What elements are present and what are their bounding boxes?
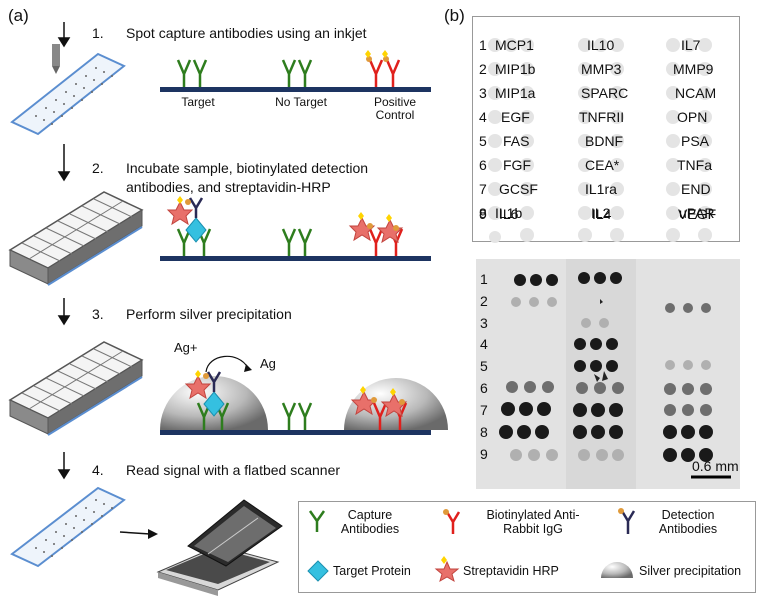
scan-spots bbox=[476, 259, 740, 489]
label-no-target: No Target bbox=[275, 95, 327, 109]
label-control: Control bbox=[375, 108, 415, 122]
substrate-bar bbox=[160, 256, 431, 261]
scan-row-label: 6 bbox=[480, 380, 488, 396]
scan-row-label: 4 bbox=[480, 336, 488, 352]
scanned-array-image: 1 2 3 4 5 6 7 8 9 0.6 mm bbox=[476, 259, 740, 489]
ag-label: Ag bbox=[260, 356, 276, 371]
scan-row-label: 2 bbox=[480, 293, 488, 309]
well-plate-illustration bbox=[8, 191, 144, 286]
grid-row-9: 9 IL6 IL4 VEGF bbox=[479, 206, 717, 222]
biotinylated-antibody-icon bbox=[443, 509, 461, 534]
step-3: 3. Perform silver precipitation bbox=[92, 306, 292, 322]
step3-substrate-scene bbox=[160, 355, 448, 435]
biotin-dot bbox=[383, 56, 389, 62]
step2-substrate-scene bbox=[160, 196, 431, 261]
detection-antibody bbox=[188, 197, 204, 218]
reaction-arrow bbox=[205, 355, 249, 373]
label-target: Target bbox=[181, 95, 215, 109]
capture-antibody-icon bbox=[308, 510, 326, 532]
capture-antibodies-no-target bbox=[281, 59, 313, 87]
scan-row-label: 9 bbox=[480, 446, 488, 462]
label-positive: Positive bbox=[373, 95, 417, 109]
scan-row-label: 3 bbox=[480, 315, 488, 331]
detection-antibody-icon bbox=[618, 508, 636, 534]
step-2: 2. Incubate sample, biotinylated detecti… bbox=[92, 160, 369, 195]
target-protein-icon bbox=[307, 560, 329, 582]
scan-row-label: 7 bbox=[480, 402, 488, 418]
legend-silver: Silver precipitation bbox=[639, 564, 742, 578]
streptavidin-hrp-icon bbox=[434, 556, 460, 583]
panel-b-label: (b) bbox=[444, 6, 465, 25]
flatbed-scanner-illustration bbox=[156, 499, 283, 596]
scan-row-label: 5 bbox=[480, 358, 488, 374]
legend-target: Target Protein bbox=[333, 564, 411, 578]
biotin-dot bbox=[366, 56, 372, 62]
capture-antibodies-target bbox=[176, 59, 208, 87]
ag-plus-label: Ag+ bbox=[174, 340, 198, 355]
step-1: 1. Spot capture antibodies using an inkj… bbox=[92, 25, 367, 41]
substrate-bar bbox=[160, 430, 431, 435]
grid-spot-circles bbox=[488, 38, 712, 243]
silver-precipitation-icon bbox=[601, 562, 633, 578]
scan-row-label: 1 bbox=[480, 271, 488, 287]
step1-substrate-scene bbox=[160, 50, 431, 92]
well-plate-illustration-2 bbox=[8, 341, 144, 436]
inkjet-slide-illustration bbox=[10, 44, 126, 136]
grid-spots bbox=[488, 38, 712, 243]
legend-box: Capture Antibodies Biotinylated Anti- Ra… bbox=[298, 501, 756, 593]
scale-bar-label: 0.6 mm bbox=[692, 458, 739, 474]
legend-strep: Streptavidin HRP bbox=[463, 564, 559, 578]
streptavidin-star bbox=[166, 200, 194, 226]
to-scanner-arrow bbox=[119, 529, 158, 539]
substrate-bar bbox=[160, 87, 431, 92]
scan-row-label: 8 bbox=[480, 424, 488, 440]
flow-arrows bbox=[57, 22, 71, 480]
step-4: 4. Read signal with a flatbed scanner bbox=[92, 462, 341, 478]
scan-slide-illustration bbox=[10, 486, 126, 568]
panel-a-label: (a) bbox=[8, 6, 29, 25]
target-protein-diamond bbox=[185, 217, 207, 243]
biotinylated-antibodies-control bbox=[368, 59, 401, 87]
legend-capture: Capture Antibodies bbox=[340, 508, 400, 536]
legend-detection: Detection Antibodies bbox=[658, 508, 718, 536]
legend-biotin: Biotinylated Anti- Rabbit IgG bbox=[486, 508, 580, 536]
